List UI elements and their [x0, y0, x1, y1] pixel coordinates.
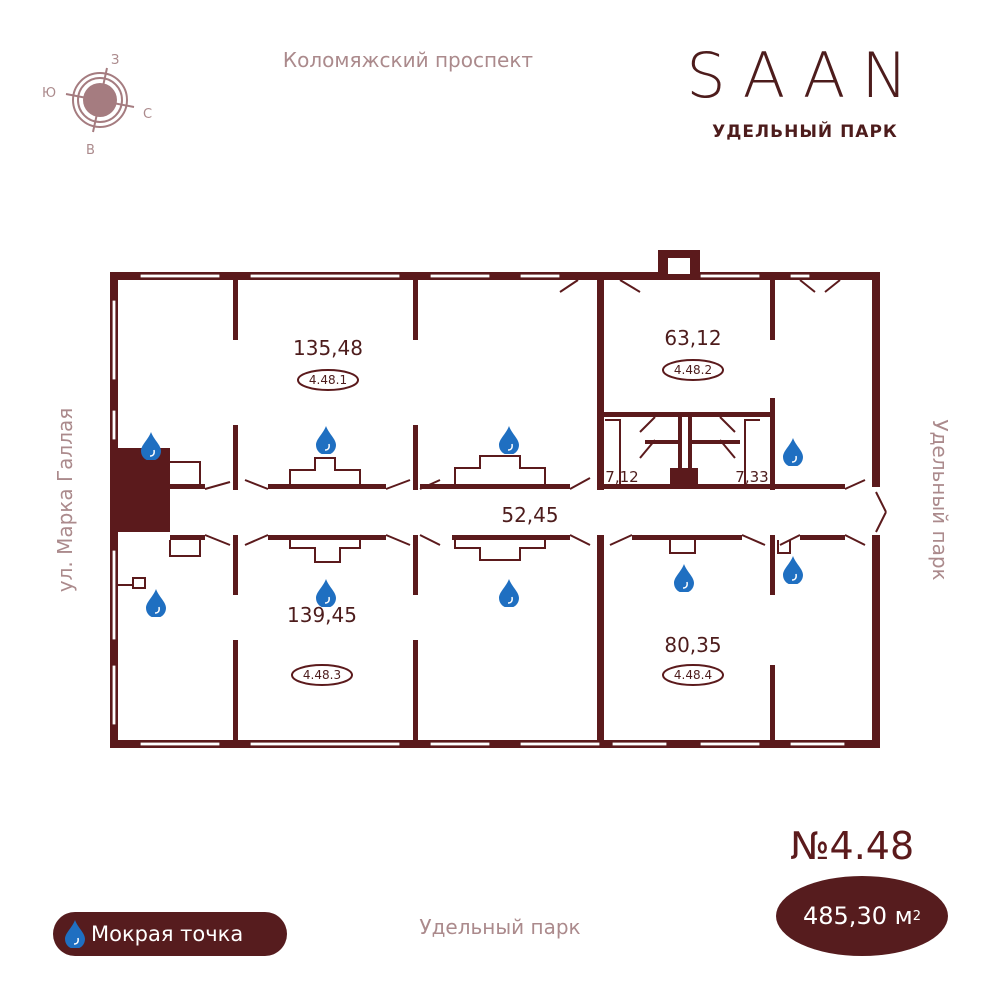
- doors: [204, 279, 887, 546]
- corridor-area: 52,45: [501, 503, 558, 527]
- water-drop-icon: [783, 556, 803, 584]
- wc-1-area: 7,12: [605, 468, 638, 486]
- water-drop-icon: [146, 589, 166, 617]
- brand-logo: SAAN УДЕЛЬНЫЙ ПАРК: [660, 39, 950, 143]
- street-right: Удельный парк: [928, 419, 952, 580]
- water-drop-icon: [674, 564, 694, 592]
- room-4-id: 4.48.4: [674, 668, 712, 682]
- compass-north: З: [111, 53, 119, 68]
- room-4-badge: [662, 664, 724, 686]
- room-2-area: 63,12: [664, 326, 721, 350]
- wc-2-area: 7,33: [735, 468, 768, 486]
- compass-west: Ю: [42, 86, 56, 101]
- outer-walls: [110, 250, 880, 748]
- room-1-id: 4.48.1: [309, 373, 347, 387]
- compass-icon: [65, 67, 135, 133]
- room-2-badge: [662, 359, 724, 381]
- legend-label: Мокрая точка: [91, 922, 244, 946]
- water-drop-icon: [141, 432, 161, 460]
- street-left: ул. Марка Галлая: [53, 408, 77, 593]
- room-1-badge: [297, 369, 359, 391]
- water-drop-icon: [316, 426, 336, 454]
- windows: [111, 273, 846, 747]
- street-top: Коломяжский проспект: [283, 48, 533, 72]
- unit-number: №4.48: [790, 824, 915, 868]
- compass-east: С: [143, 107, 152, 122]
- water-drop-icon: [65, 920, 85, 948]
- legend-wet-point: Мокрая точка: [53, 912, 287, 956]
- room-2-id: 4.48.2: [674, 363, 712, 377]
- furniture: [118, 419, 791, 589]
- area-unit-sup: 2: [912, 908, 921, 924]
- water-drop-icon: [316, 579, 336, 607]
- room-1-area: 135,48: [293, 336, 363, 360]
- room-3-id: 4.48.3: [303, 668, 341, 682]
- street-bottom: Удельный парк: [419, 915, 580, 939]
- interior-walls: [170, 280, 845, 740]
- room-3-area: 139,45: [287, 603, 357, 627]
- water-drop-icon: [499, 426, 519, 454]
- logo-text: SAAN: [686, 39, 924, 112]
- total-area: 485,30 м: [803, 902, 913, 930]
- compass-south: В: [86, 143, 95, 158]
- room-3-badge: [291, 664, 353, 686]
- water-drop-icon: [499, 579, 519, 607]
- room-4-area: 80,35: [664, 633, 721, 657]
- logo-subtitle: УДЕЛЬНЫЙ ПАРК: [712, 122, 898, 142]
- water-drop-icon: [783, 438, 803, 466]
